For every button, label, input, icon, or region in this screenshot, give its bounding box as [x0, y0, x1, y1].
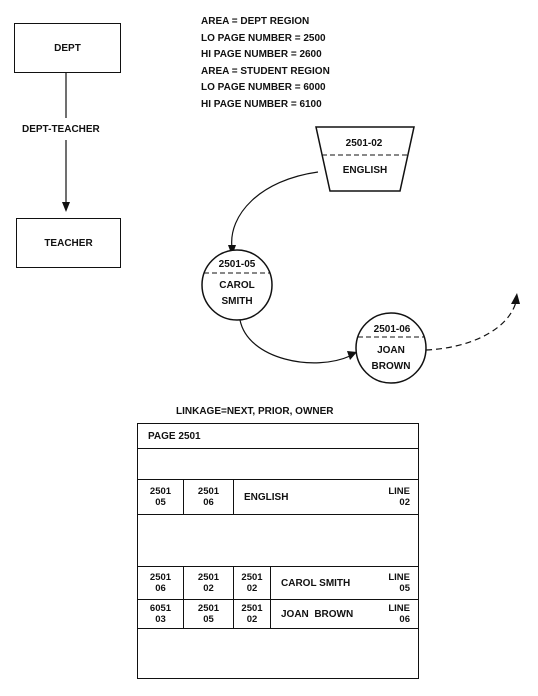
area-info: AREA = DEPT REGION LO PAGE NUMBER = 2500…: [201, 14, 330, 113]
pointer-page: 2501: [149, 572, 172, 583]
pointer-page: 6051: [149, 603, 172, 614]
pointer-page: 2501: [241, 572, 263, 583]
next-pointer-cell: 6051 03: [138, 600, 184, 628]
dept-record-label: DEPT: [54, 42, 81, 54]
pointer-page: 2501: [197, 572, 220, 583]
line-value: 06: [399, 614, 410, 625]
dept-occurrence-shape: [315, 126, 415, 192]
teacher2-db-key: 2501-06: [374, 324, 411, 335]
prior-pointer-cell: 2501 02: [184, 567, 234, 599]
next-pointer-cell: 2501 05: [138, 480, 184, 514]
area-info-line: LO PAGE NUMBER = 6000: [201, 82, 326, 93]
line-number-cell: LINE 02: [364, 480, 418, 514]
dept-record-box: DEPT: [14, 23, 121, 73]
prior-pointer-cell: 2501 06: [184, 480, 234, 514]
empty-row: [138, 448, 418, 479]
line-label: LINE: [388, 486, 410, 497]
dept-record-row: 2501 05 2501 06 ENGLISH LINE 02: [138, 479, 418, 514]
line-label: LINE: [388, 572, 410, 583]
pointer-page: 2501: [149, 486, 172, 497]
teacher-name-cell: JOAN BROWN: [281, 608, 354, 620]
area-info-line: HI PAGE NUMBER = 2600: [201, 49, 322, 60]
linkage-caption: LINKAGE=NEXT, PRIOR, OWNER: [176, 406, 334, 417]
occurrence-diagram: 2501-02 ENGLISH 2501-05 CAROL SMITH 2501…: [201, 126, 520, 384]
page-header: PAGE 2501: [148, 430, 201, 442]
dept-db-key: 2501-02: [346, 138, 383, 149]
teacher-record-row: 6051 03 2501 05 2501 02 JOAN BROWN LINE …: [138, 599, 418, 629]
empty-row: [138, 514, 418, 566]
line-number-cell: LINE 05: [371, 567, 418, 599]
area-info-line: HI PAGE NUMBER = 6100: [201, 98, 322, 110]
teacher-record-label: TEACHER: [44, 237, 93, 249]
pointer-page: 2501: [197, 486, 220, 497]
line-number-cell: LINE 06: [371, 600, 418, 628]
teacher1-name-line2: SMITH: [221, 296, 252, 307]
owner-pointer-cell: 2501 02: [234, 567, 271, 599]
prior-pointer-cell: 2501 05: [184, 600, 234, 628]
teacher2-name-line1: JOAN: [377, 345, 405, 356]
set-arrow: [62, 72, 70, 212]
teacher1-occurrence-shape: [201, 249, 273, 321]
pointer-page: 2501: [241, 603, 263, 614]
area-info-line: AREA = DEPT REGION: [201, 16, 310, 27]
line-value: 05: [399, 583, 410, 594]
pointer-line: 02: [203, 583, 214, 594]
teacher-name-cell: CAROL SMITH: [281, 577, 351, 589]
area-info-line: AREA = STUDENT REGION: [201, 65, 330, 77]
page-2501-box: PAGE 2501 2501 05 2501 06 ENGLISH LINE 0…: [137, 423, 419, 679]
area-info-line: LO PAGE NUMBER = 2500: [201, 32, 326, 44]
pointer-line: 05: [203, 614, 214, 625]
dept-name-cell: ENGLISH: [244, 491, 289, 503]
pointer-line: 05: [155, 497, 166, 508]
dept-name: ENGLISH: [343, 165, 387, 176]
pointer-line: 06: [155, 583, 166, 594]
set-name-label: DEPT-TEACHER: [22, 124, 100, 135]
pointer-line: 02: [246, 614, 258, 625]
teacher1-name-line1: CAROL: [219, 280, 255, 291]
page-header-row: PAGE 2501: [138, 424, 418, 448]
line-value: 02: [399, 497, 410, 508]
teacher1-db-key: 2501-05: [219, 259, 256, 270]
teacher2-name-line2: BROWN: [372, 361, 411, 372]
pointer-line: 02: [246, 583, 258, 594]
pointer-line: 03: [155, 614, 166, 625]
teacher2-occurrence-shape: [355, 312, 427, 384]
next-pointer-cell: 2501 06: [138, 567, 184, 599]
owner-pointer-cell: 2501 02: [234, 600, 271, 628]
pointer-page: 2501: [197, 603, 220, 614]
pointer-line: 06: [203, 497, 214, 508]
teacher-record-box: TEACHER: [16, 218, 121, 268]
line-label: LINE: [388, 603, 410, 614]
teacher-record-row: 2501 06 2501 02 2501 02 CAROL SMITH LINE…: [138, 566, 418, 599]
